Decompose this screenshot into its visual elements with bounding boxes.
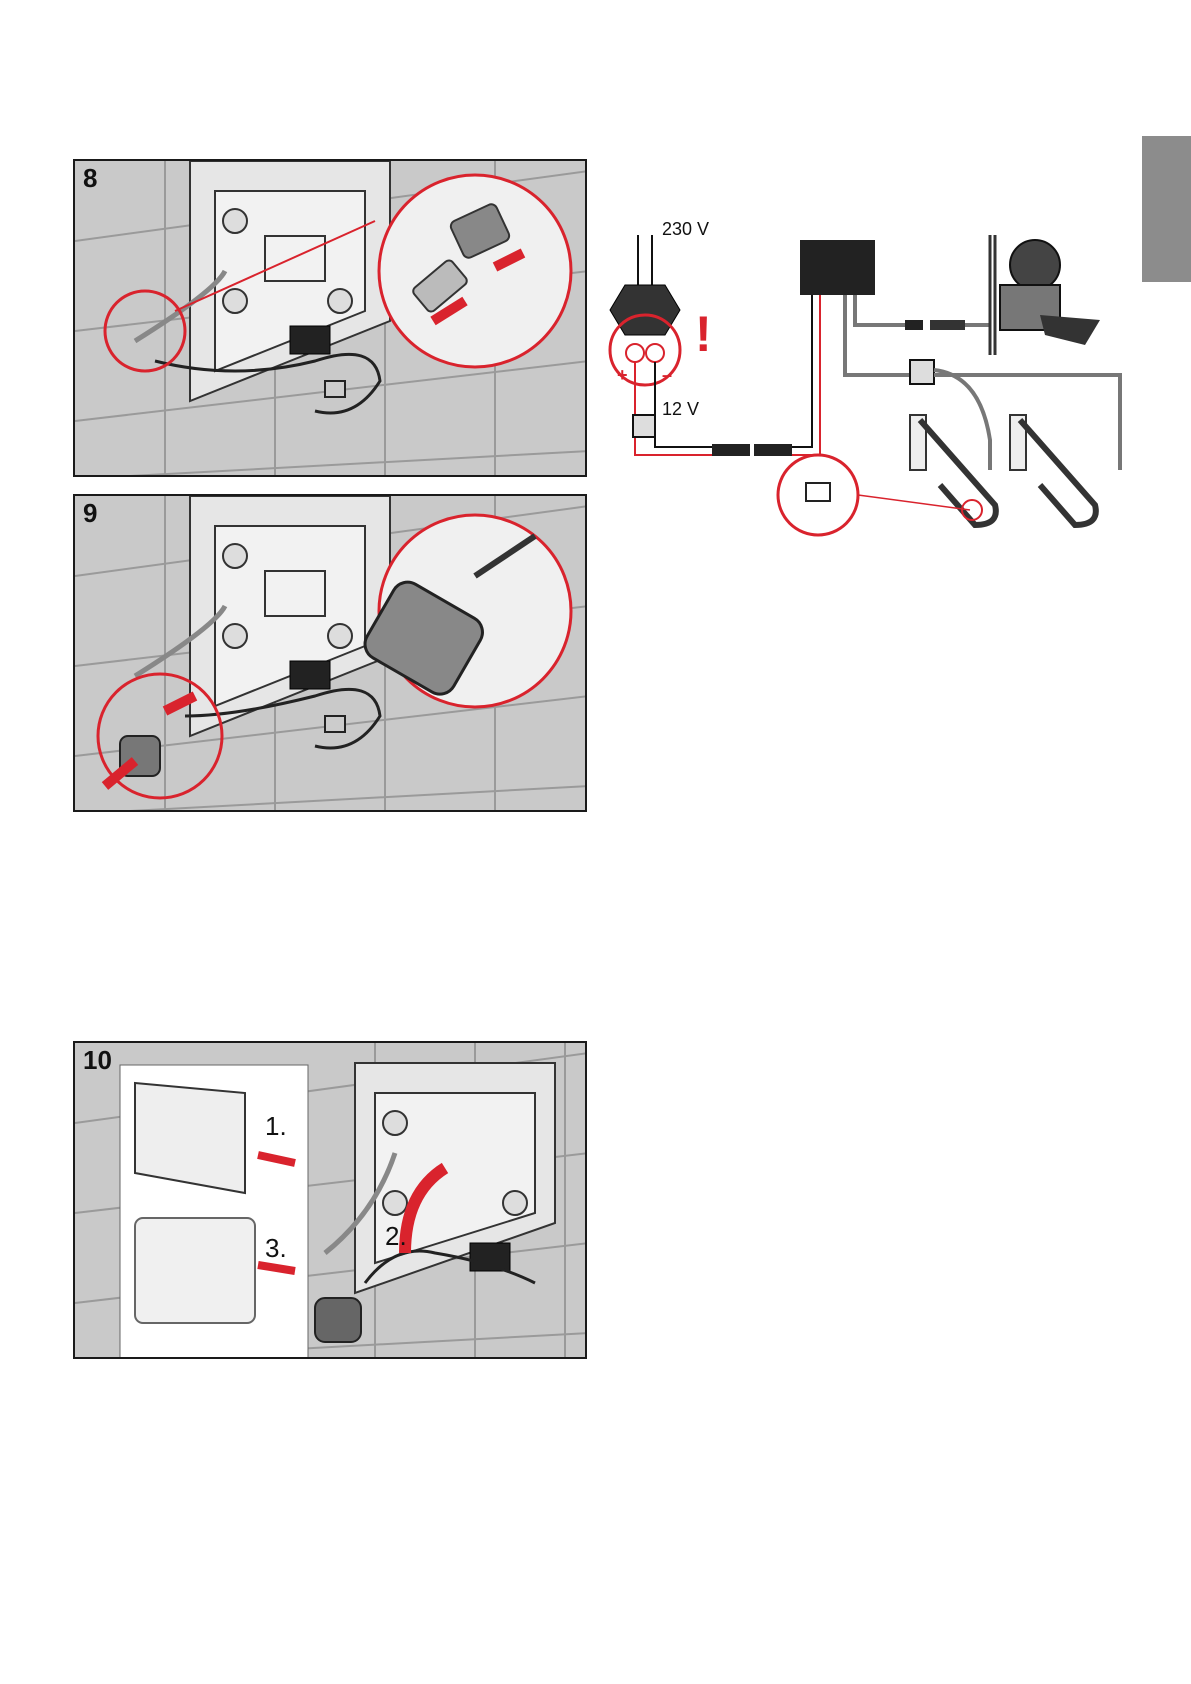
step-1-label: 1. bbox=[265, 1111, 287, 1142]
plus-label: + bbox=[617, 365, 628, 386]
panel-8: 8 bbox=[73, 159, 587, 477]
wiring-diagram: 230 V 12 V + – ! bbox=[600, 225, 1130, 585]
mains-voltage-label: 230 V bbox=[662, 219, 709, 240]
low-voltage-label: 12 V bbox=[662, 399, 699, 420]
panel-number: 8 bbox=[83, 163, 97, 193]
step-3-label: 3. bbox=[265, 1233, 287, 1264]
panel-8-illustration bbox=[75, 161, 587, 477]
panel-10: 10 1. 2. 3. bbox=[73, 1041, 587, 1359]
panel-10-illustration bbox=[75, 1043, 587, 1359]
panel-9-illustration bbox=[75, 496, 587, 812]
panel-number: 9 bbox=[83, 498, 97, 528]
panel-number: 10 bbox=[83, 1045, 112, 1075]
warning-icon: ! bbox=[695, 305, 712, 363]
step-2-label: 2. bbox=[385, 1221, 407, 1252]
panel-9: 9 bbox=[73, 494, 587, 812]
minus-label: – bbox=[662, 365, 672, 386]
chapter-tab bbox=[1142, 136, 1191, 282]
